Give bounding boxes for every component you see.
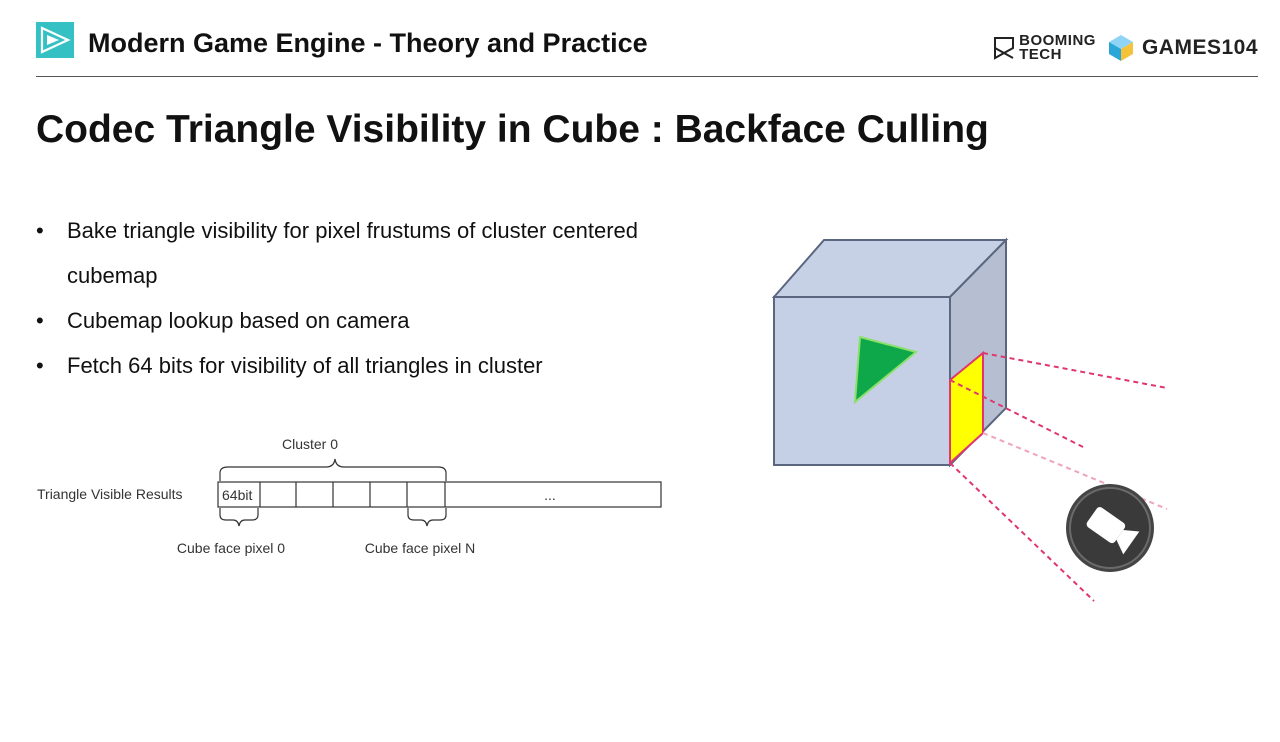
slide-title: Codec Triangle Visibility in Cube : Back… [36, 108, 989, 151]
video-camera-icon [1066, 484, 1154, 572]
visibility-bits-diagram: Cluster 0 Triangle Visible Results 64bit… [37, 436, 662, 556]
games104-text: GAMES104 [1141, 36, 1258, 59]
pixelN-brace [407, 508, 447, 527]
bullet-list: • Bake triangle visibility for pixel fru… [36, 208, 676, 388]
bullet-text: Cubemap lookup based on camera [67, 308, 410, 333]
row-label: Triangle Visible Results [37, 486, 183, 502]
first-cell-label: 64bit [222, 487, 252, 503]
cluster-label: Cluster 0 [282, 436, 338, 452]
bullet-item: • Cubemap lookup based on camera [36, 298, 676, 343]
booming-text: BOOMING [1019, 32, 1096, 49]
bullet-item: • Fetch 64 bits for visibility of all tr… [36, 343, 676, 388]
bullet-text: Bake triangle visibility for pixel frust… [67, 218, 639, 288]
frustum-ray [949, 462, 1095, 602]
cluster-brace [219, 458, 447, 481]
brand-logos: BOOMING TECH GAMES104 [993, 33, 1258, 63]
cube-culling-figure [771, 237, 1168, 602]
bullet-text: Fetch 64 bits for visibility of all tria… [67, 353, 543, 378]
booming-tech-logo-icon [994, 37, 1015, 60]
bits-row-frame [217, 481, 662, 508]
booming-tech-text: BOOMING TECH [1019, 32, 1096, 63]
course-title: Modern Game Engine - Theory and Practice [88, 28, 648, 58]
pixelN-label: Cube face pixel N [365, 540, 476, 556]
frustum-ray [949, 379, 1086, 449]
header-divider [36, 76, 1258, 77]
play-logo-icon [36, 22, 74, 58]
bullet-item: • Bake triangle visibility for pixel fru… [36, 208, 676, 298]
visible-triangle [853, 335, 919, 405]
pixel0-brace [219, 508, 259, 527]
bullet-dot: • [36, 218, 44, 243]
bullet-dot: • [36, 308, 44, 333]
ellipsis-label: ... [544, 487, 556, 503]
slide-header: Modern Game Engine - Theory and Practice… [0, 0, 1280, 78]
pixel0-label: Cube face pixel 0 [177, 540, 285, 556]
bullet-dot: • [36, 353, 44, 378]
tech-text: TECH [1019, 46, 1062, 63]
frustum-ray [982, 352, 1168, 389]
games-cube-logo-icon [1108, 35, 1133, 61]
